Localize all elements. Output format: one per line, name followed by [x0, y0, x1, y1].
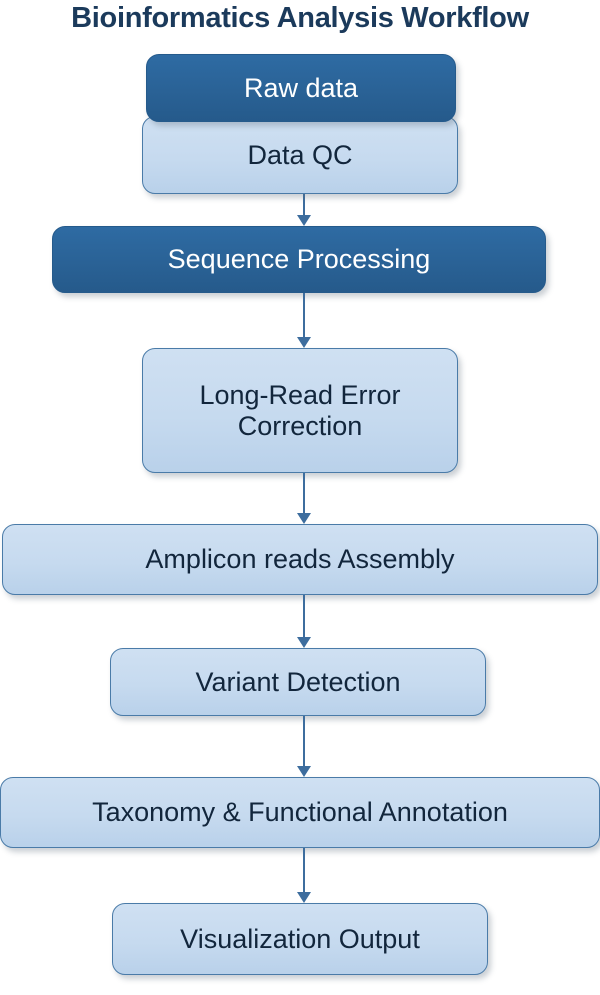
arrow-head-icon [297, 337, 311, 348]
flow-node-raw-data[interactable]: Raw data [146, 54, 456, 122]
arrow-head-icon [297, 637, 311, 648]
flow-node-long-read-error-correction[interactable]: Long-Read Error Correction [142, 348, 458, 473]
flow-node-label: Sequence Processing [167, 244, 431, 275]
arrow-taxonomy-functional-annotation-to-visualization-output [297, 848, 311, 903]
arrow-shaft [303, 848, 305, 892]
arrow-shaft [303, 194, 305, 215]
flow-node-data-qc[interactable]: Data QC [142, 116, 458, 194]
arrow-data-qc-to-sequence-processing [297, 194, 311, 226]
flow-node-amplicon-reads-assembly[interactable]: Amplicon reads Assembly [2, 524, 598, 595]
arrow-head-icon [297, 513, 311, 524]
arrow-sequence-processing-to-long-read-error-correction [297, 293, 311, 348]
arrow-variant-detection-to-taxonomy-functional-annotation [297, 716, 311, 777]
flow-node-sequence-processing[interactable]: Sequence Processing [52, 226, 546, 293]
flow-node-label: Visualization Output [180, 923, 420, 954]
flow-node-label: Variant Detection [195, 666, 401, 697]
flow-node-visualization-output[interactable]: Visualization Output [112, 903, 488, 975]
arrow-shaft [303, 293, 305, 337]
flow-node-label: Taxonomy & Functional Annotation [92, 797, 508, 828]
flow-node-label: Raw data [243, 72, 359, 103]
arrow-shaft [303, 473, 305, 513]
flow-node-label: Data QC [247, 139, 353, 170]
arrow-head-icon [297, 215, 311, 226]
flow-node-taxonomy-functional-annotation[interactable]: Taxonomy & Functional Annotation [0, 777, 600, 848]
flow-node-variant-detection[interactable]: Variant Detection [110, 648, 486, 716]
arrow-long-read-error-correction-to-amplicon-reads-assembly [297, 473, 311, 524]
arrow-shaft [303, 716, 305, 766]
page-title: Bioinformatics Analysis Workflow [71, 2, 529, 34]
arrow-head-icon [297, 892, 311, 903]
flow-node-label: Amplicon reads Assembly [145, 544, 455, 575]
arrow-head-icon [297, 766, 311, 777]
arrow-amplicon-reads-assembly-to-variant-detection [297, 595, 311, 648]
flow-node-label: Long-Read Error Correction [199, 380, 401, 441]
arrow-shaft [303, 595, 305, 637]
